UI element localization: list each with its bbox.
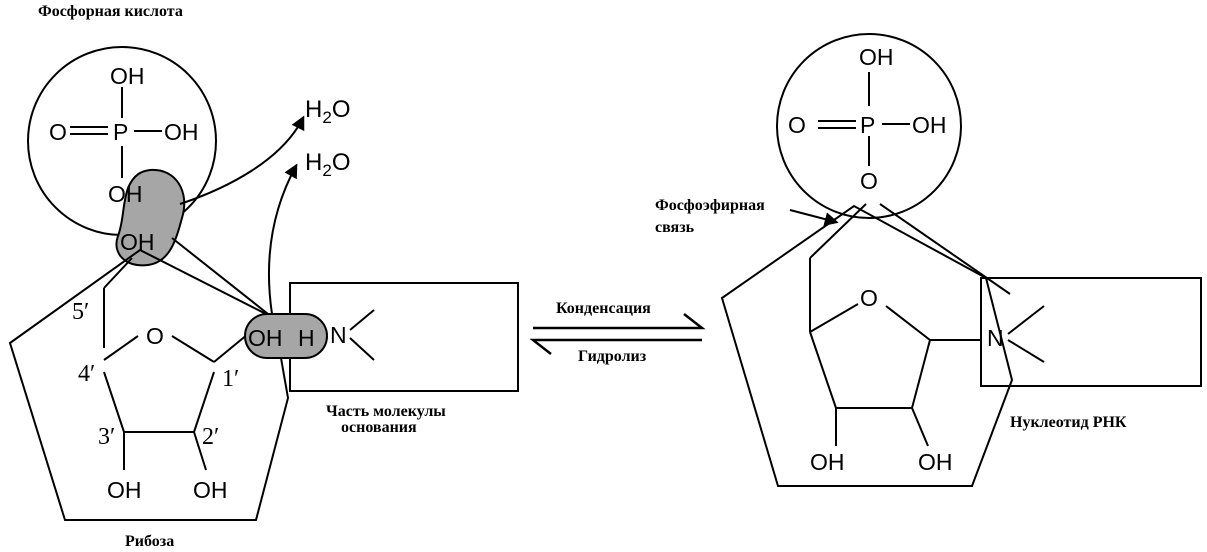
product-p: P [860, 112, 875, 138]
carbon-2-label: 2′ [202, 424, 219, 450]
condensation-arrow [533, 313, 706, 330]
ring-oxygen: O [146, 323, 164, 349]
carbon-1-label: 1′ [222, 366, 239, 392]
product-base-bond-up [1007, 305, 1045, 335]
product-o-bottom: O [860, 168, 878, 194]
ribose-label: Рибоза [125, 533, 174, 550]
product-ring-c4-o [809, 303, 859, 333]
product-outline-pentagon [720, 204, 1014, 487]
ribose-outline-pentagon [8, 248, 290, 521]
product-ring-c2-c1 [911, 339, 931, 409]
phosphoester-label-line1: Фосфоэфирная [655, 197, 765, 214]
phosphoric-acid-label: Фосфорная кислота [38, 3, 183, 20]
carbon-3-label: 3′ [98, 424, 115, 450]
c1-oh-bond [213, 333, 249, 363]
phosphate-circle-product [776, 33, 962, 219]
product-base-bond-down [1007, 339, 1045, 363]
right-product: OH O P OH O Фосфоэфирная связь O N OH OH… [655, 33, 1202, 487]
product-oh-right: OH [912, 112, 947, 138]
rna-nucleotide-label: Нуклеотид РНК [1010, 414, 1127, 431]
product-c2-oh-bond [911, 407, 929, 447]
product-oh-top: OH [859, 44, 894, 70]
phosphate-p: P [113, 119, 128, 145]
base-part-label-line1: Часть молекулы [326, 403, 446, 420]
phosphoester-label-line2: связь [655, 219, 695, 236]
left-reactants: Фосфорная кислота OH O P OH OH OH H2O [8, 3, 519, 550]
base-n-bond-down [349, 337, 375, 361]
product-oh-c2: OH [918, 449, 953, 475]
product-inner-edge [879, 203, 1011, 295]
pentagon-inner-edge [171, 237, 269, 315]
condensation-label: Конденсация [556, 300, 651, 317]
water-release-arrow-1 [179, 115, 305, 205]
ring-c4-c3-bond [103, 371, 125, 433]
hydrolysis-label: Гидролиз [578, 348, 647, 365]
hydrolysis-arrow [529, 338, 702, 355]
water-label-2: H2O [305, 149, 350, 180]
product-o-double: O [788, 112, 806, 138]
base-h: H [298, 325, 315, 351]
sugar-oh-c5: OH [120, 229, 155, 255]
product-c5-bond-upper [809, 203, 867, 259]
sugar-oh-c2: OH [193, 477, 228, 503]
water-forming-groups-base [244, 313, 328, 359]
phosphoester-pointer [789, 209, 839, 226]
phosphate-oh-bottom: OH [108, 181, 143, 207]
water-release-arrow-2 [268, 163, 298, 315]
water-label-1: H2O [305, 96, 350, 127]
ring-c2-c1-bond [193, 371, 215, 433]
product-oh-c3: OH [810, 449, 845, 475]
sugar-oh-c3: OH [107, 477, 142, 503]
product-ring-o-c1 [885, 305, 931, 341]
c2-oh-bond [193, 431, 207, 471]
carbon-4-label: 4′ [78, 361, 95, 387]
product-ring-c4-c3 [809, 331, 837, 409]
product-ring-oxygen: O [860, 285, 878, 311]
ring-o-c1-bond [171, 335, 215, 363]
product-base-box [980, 277, 1202, 387]
product-base-n: N [987, 325, 1004, 351]
c5-bond-upper [103, 257, 133, 289]
ring-c4-o-bond [103, 335, 139, 361]
phosphate-o-double: O [49, 119, 67, 145]
phosphate-oh-top: OH [110, 63, 145, 89]
base-part-label-line2: основания [341, 419, 417, 436]
equilibrium-arrows: Конденсация Гидролиз [529, 300, 706, 365]
base-n-bond-up [349, 309, 375, 331]
carbon-5-label: 5′ [72, 299, 89, 325]
phosphate-oh-right: OH [164, 119, 199, 145]
sugar-oh-c1: OH [248, 325, 283, 351]
base-n: N [330, 322, 347, 348]
